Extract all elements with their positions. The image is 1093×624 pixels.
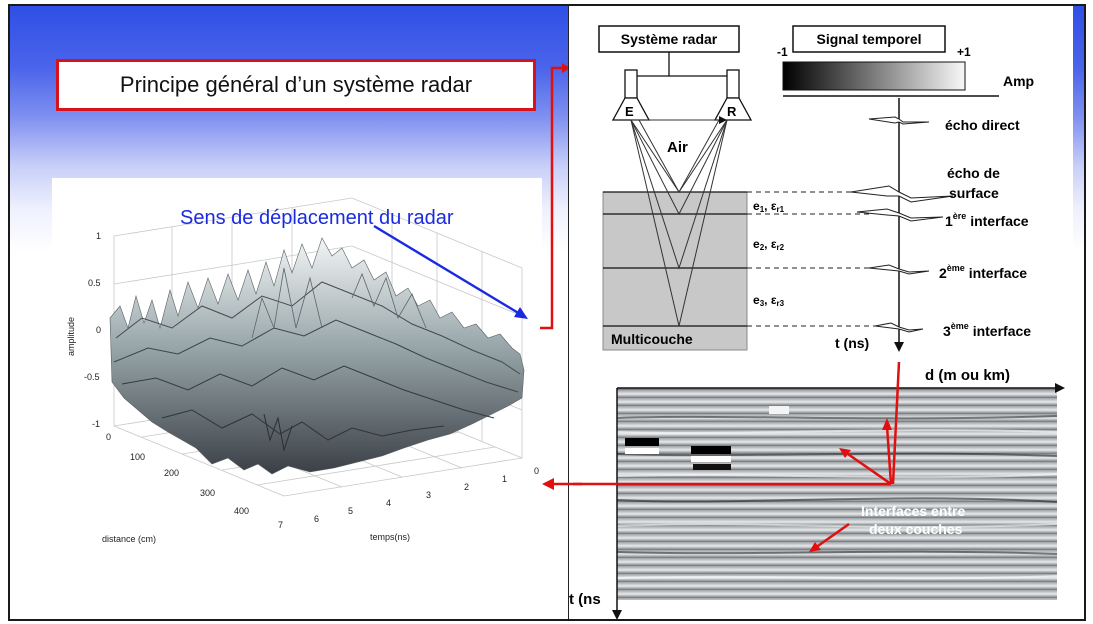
layer-labels: e1, εr1 e2, εr2 e3, εr3: [753, 199, 785, 308]
distance-tick: 100: [130, 452, 145, 462]
signal-title: Signal temporel: [816, 31, 921, 47]
layer-3-label: e3, εr3: [753, 293, 785, 308]
distance-tick: 0: [106, 432, 111, 442]
interfaces-label-2: deux couches: [869, 521, 963, 537]
time-axis-ticks: 0 1 2 3 4 5 6 7: [278, 466, 539, 530]
system-title-box: [598, 25, 740, 53]
y-tick: 0: [96, 325, 101, 335]
layer-1-label: e1, εr1: [753, 199, 785, 214]
slide-background: Principe général d’un système radar: [8, 4, 1086, 621]
time-axis-label: temps(ns): [370, 532, 410, 542]
interface-1-label: 1ère interface: [945, 211, 1029, 229]
y-axis-label: amplitude: [66, 317, 76, 356]
time-tick: 1: [502, 474, 507, 484]
d-axis-label: d (m ou km): [925, 367, 1010, 384]
interface-3-label: 3ème interface: [943, 321, 1031, 339]
multilayer-block: [602, 191, 748, 351]
interface-2-label: 2ème interface: [939, 263, 1027, 281]
t-axis-radargram-label: t (ns: [569, 591, 601, 608]
amp-label: Amp: [1003, 73, 1034, 89]
distance-tick: 200: [164, 468, 179, 478]
time-tick: 2: [464, 482, 469, 492]
distance-axis-ticks: 0 100 200 300 400: [106, 432, 249, 516]
scale-min: -1: [777, 45, 788, 59]
time-tick: 5: [348, 506, 353, 516]
distance-axis-label: distance (cm): [102, 534, 156, 544]
direction-arrow: [373, 224, 528, 319]
echo-surface-label-1: écho de: [947, 165, 1000, 181]
air-label: Air: [667, 139, 688, 156]
interface-pointer-arrows: [814, 361, 901, 550]
signal-time-axis: [850, 98, 954, 352]
radar-antennas: [611, 52, 753, 121]
layer-boundaries: [603, 191, 747, 327]
title-connector: [540, 63, 570, 330]
interfaces-label-1: Interfaces entre: [861, 503, 965, 519]
scale-max: +1: [957, 45, 971, 59]
receiver-label: R: [727, 104, 737, 119]
direction-annotation: Sens de déplacement du radar: [180, 207, 454, 229]
y-axis-ticks: 1 0.5 0 -0.5 -1: [84, 231, 101, 429]
slide-title: Principe général d’un système radar: [119, 72, 473, 97]
radar-principle-panel: Système radar Signal temporel -1 +1 Amp …: [568, 6, 1073, 619]
interface-dashed-lines: [747, 191, 887, 327]
slide-sidebar: [1070, 6, 1084, 619]
layer-2-label: e2, εr2: [753, 237, 785, 252]
y-tick: 1: [96, 231, 101, 241]
emitter-label: E: [625, 104, 634, 119]
time-tick: 0: [534, 466, 539, 476]
t-axis-label: t (ns): [835, 335, 869, 351]
surface-plot-figure: Sens de déplacement du radar 1 0.5 0 -0.…: [52, 178, 542, 548]
echo-surface-label-2: surface: [949, 185, 999, 201]
signal-title-box: [792, 25, 946, 53]
time-tick: 7: [278, 520, 283, 530]
distance-tick: 300: [200, 488, 215, 498]
time-tick: 6: [314, 514, 319, 524]
amplitude-colorbar: [782, 61, 966, 91]
radar-diagram-svg: Système radar Signal temporel -1 +1 Amp …: [569, 25, 1065, 619]
y-tick: -0.5: [84, 372, 100, 382]
radargram: [616, 388, 1058, 600]
surface-plot-svg: Sens de déplacement du radar 1 0.5 0 -0.…: [66, 197, 539, 544]
distance-tick: 400: [234, 506, 249, 516]
radargram-axes: [612, 383, 1065, 619]
slide-title-box: Principe général d’un système radar: [56, 59, 536, 111]
ray-paths: [630, 119, 728, 327]
system-title: Système radar: [621, 31, 718, 47]
surface-mesh: [109, 237, 525, 475]
echo-direct-label: écho direct: [945, 117, 1020, 133]
y-tick: 0.5: [88, 278, 101, 288]
time-tick: 4: [386, 498, 391, 508]
multilayer-label: Multicouche: [611, 331, 693, 347]
left-pointer-head: [542, 478, 582, 490]
y-tick: -1: [92, 419, 100, 429]
time-tick: 3: [426, 490, 431, 500]
